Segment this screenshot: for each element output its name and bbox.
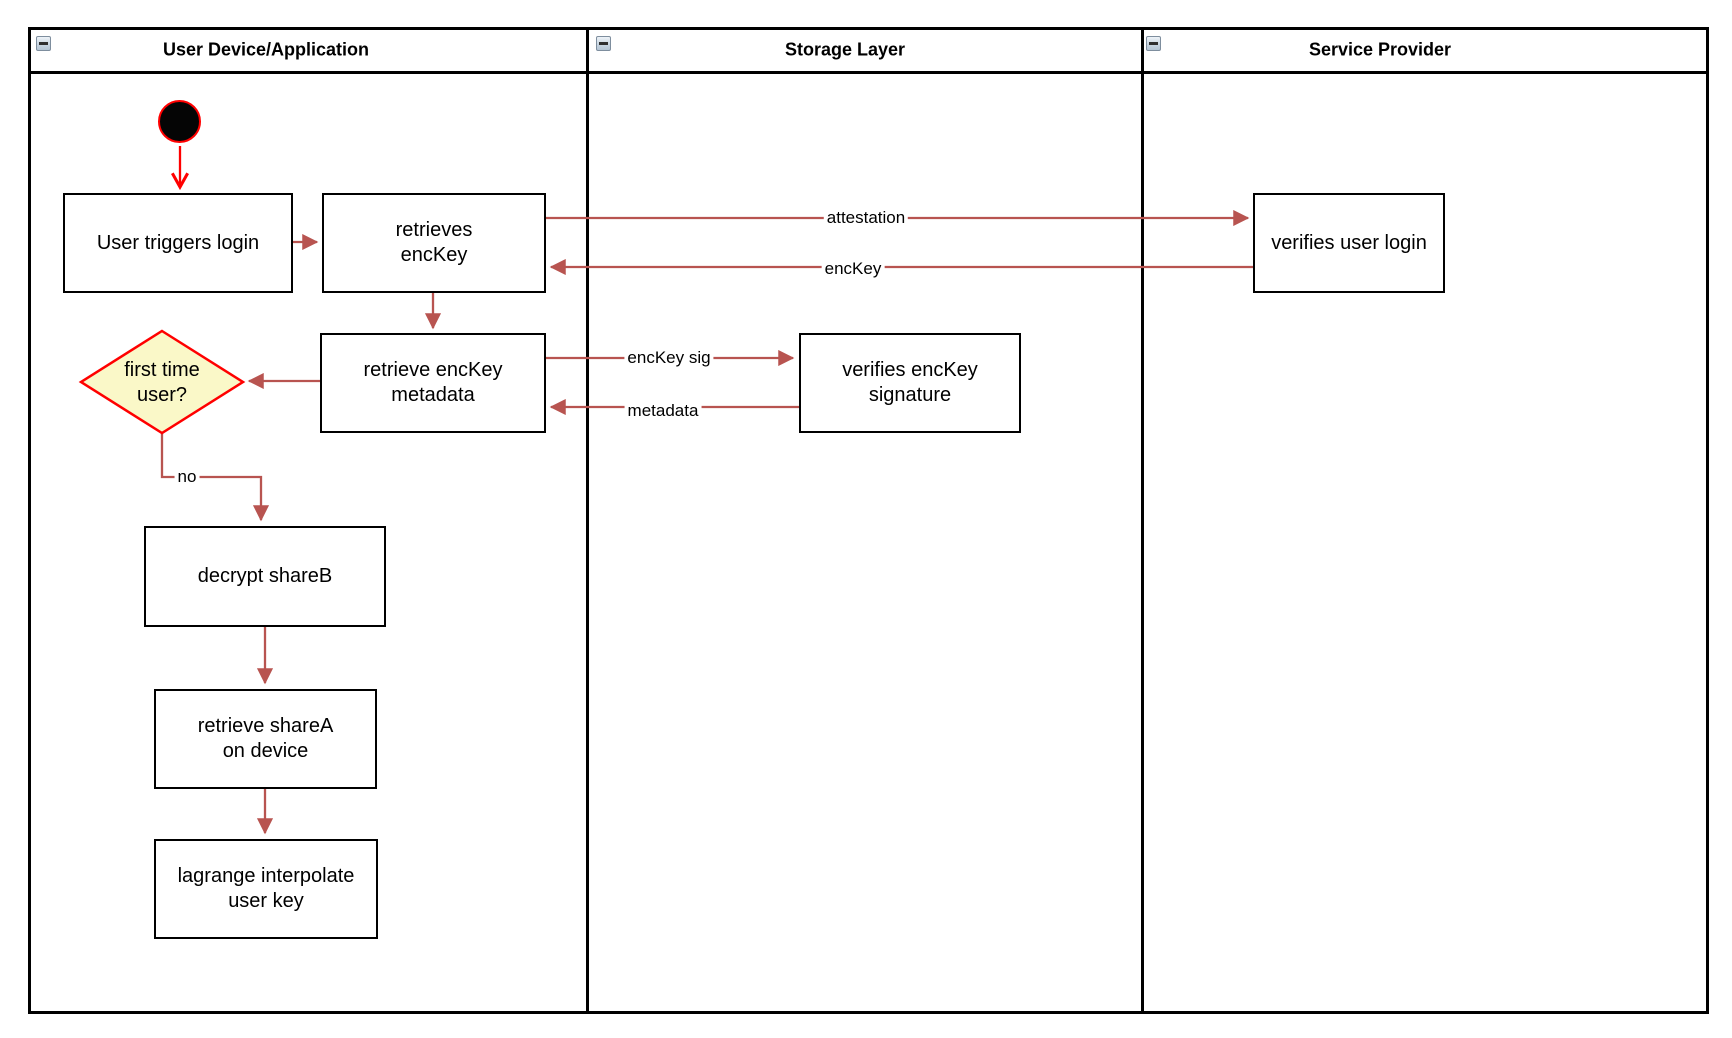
node-retrieves-enckey: retrieves encKey xyxy=(322,193,546,293)
lane-title-user-device: User Device/Application xyxy=(162,39,370,60)
edge-label-no: no xyxy=(174,467,200,487)
node-verifies-user-login: verifies user login xyxy=(1253,193,1445,293)
minus-glyph xyxy=(599,42,608,45)
lane-title-service-provider: Service Provider xyxy=(1308,39,1452,60)
node-user-triggers-login: User triggers login xyxy=(63,193,293,293)
edge-label-metadata: metadata xyxy=(624,401,702,421)
lane-divider-1 xyxy=(586,27,589,1014)
edge-label-enckey-sig: encKey sig xyxy=(624,348,714,368)
node-lagrange-interpolate-user-key: lagrange interpolate user key xyxy=(154,839,378,939)
minus-glyph xyxy=(1149,42,1158,45)
start-node xyxy=(158,100,201,143)
lane-divider-2 xyxy=(1141,27,1144,1014)
lane-title-storage-layer: Storage Layer xyxy=(784,39,906,60)
collapse-minus-icon[interactable] xyxy=(596,36,611,51)
edge-label-enckey: encKey xyxy=(821,259,885,279)
node-decrypt-shareb: decrypt shareB xyxy=(144,526,386,627)
collapse-minus-icon[interactable] xyxy=(1146,36,1161,51)
lane-header-separator xyxy=(28,71,1709,74)
collapse-minus-icon[interactable] xyxy=(36,36,51,51)
node-retrieve-enckey-metadata: retrieve encKey metadata xyxy=(320,333,546,433)
node-verifies-enckey-signature: verifies encKey signature xyxy=(799,333,1021,433)
minus-glyph xyxy=(39,42,48,45)
edge-label-attestation: attestation xyxy=(823,208,909,228)
node-retrieve-sharea-on-device: retrieve shareA on device xyxy=(154,689,377,789)
decision-label-first-time-user: first time user? xyxy=(124,359,200,406)
